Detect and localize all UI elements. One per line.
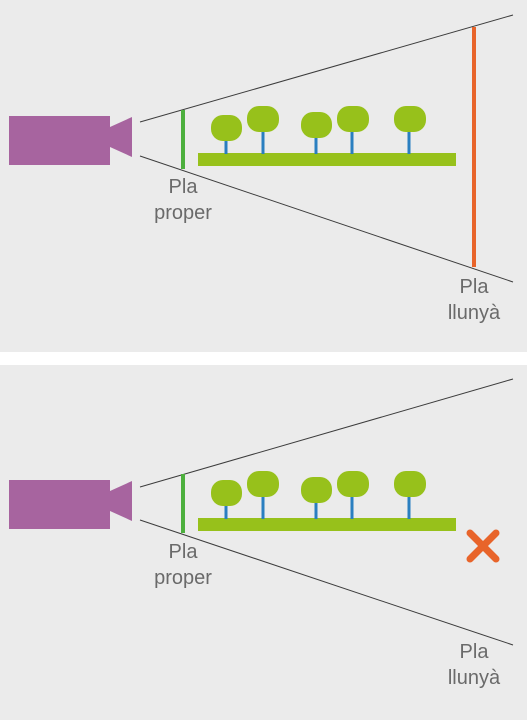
near-plane-label-line: Pla: [168, 541, 198, 563]
x-mark-icon: [466, 529, 500, 563]
camera-icon: [9, 480, 132, 529]
ground: [198, 518, 456, 531]
tree-crown: [394, 471, 426, 497]
trees-scene: [198, 106, 456, 166]
trees-scene: [198, 471, 456, 531]
near-plane-label: Pla proper: [140, 174, 226, 226]
camera-icon: [9, 116, 132, 165]
frustum-bottom-edge: [139, 155, 514, 283]
tree-crown: [337, 106, 369, 132]
frustum-top-edge: [139, 14, 514, 123]
diagram-panel-with-far-plane: Pla proper Pla llunyà: [0, 0, 527, 352]
tree-crown: [337, 471, 369, 497]
far-plane-label-line: llunyà: [447, 667, 501, 689]
tree-crown: [211, 115, 242, 141]
far-plane-label-line: Pla: [459, 276, 489, 298]
tree-crown: [301, 477, 332, 503]
near-plane-label-line: proper: [154, 202, 212, 224]
far-plane-label: Pla llunyà: [434, 639, 514, 691]
near-plane-label-line: Pla: [168, 176, 198, 198]
ground: [198, 153, 456, 166]
near-plane-label: Pla proper: [140, 539, 226, 591]
diagram-panel-without-far-plane: Pla proper Pla llunyà: [0, 365, 527, 720]
frustum-diagram: [9, 378, 514, 646]
near-plane-label-line: proper: [154, 567, 212, 589]
tree-crown: [301, 112, 332, 138]
frustum-top-edge: [139, 378, 514, 488]
far-plane-label: Pla llunyà: [434, 274, 514, 326]
far-plane-label-line: llunyà: [447, 302, 501, 324]
tree-crown: [247, 106, 279, 132]
frustum-diagram: [9, 14, 514, 283]
far-plane-label-line: Pla: [459, 641, 489, 663]
tree-crown: [211, 480, 242, 506]
frustum-bottom-edge: [139, 519, 514, 646]
tree-crown: [247, 471, 279, 497]
tree-crown: [394, 106, 426, 132]
